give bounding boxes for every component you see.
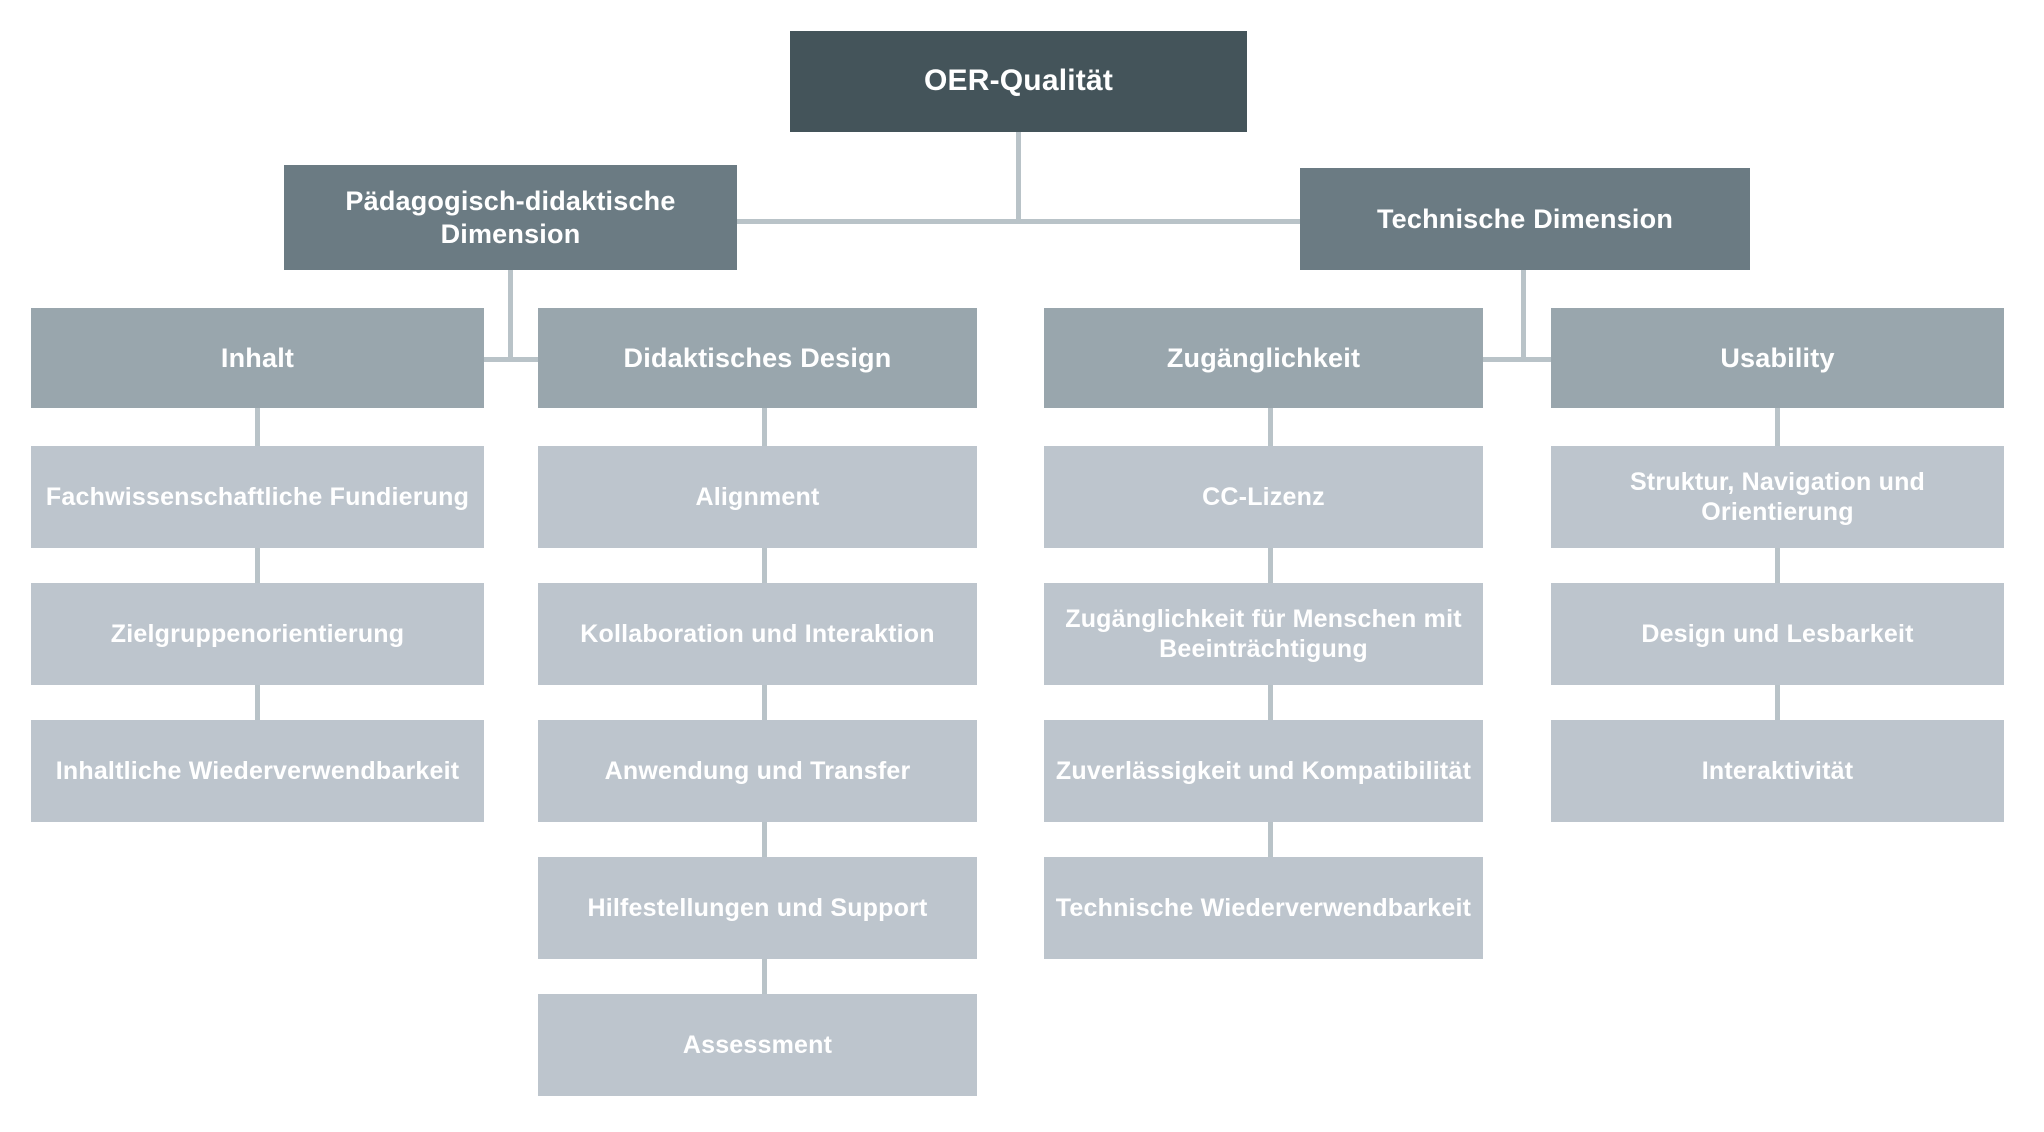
node-assessment[interactable]: Assessment: [538, 994, 977, 1096]
node-didaktisches-design[interactable]: Didaktisches Design: [538, 308, 977, 408]
node-technische-wiederverwendbarkeit[interactable]: Technische Wiederverwendbarkeit: [1044, 857, 1483, 959]
connector-inhalt-1: [255, 408, 260, 448]
node-alignment[interactable]: Alignment: [538, 446, 977, 548]
node-struktur-navigation-und-orientierung[interactable]: Struktur, Navigation und Orientierung: [1551, 446, 2004, 548]
connector-inhalt-2: [255, 548, 260, 586]
node-usability[interactable]: Usability: [1551, 308, 2004, 408]
node-oer-qualitaet[interactable]: OER-Qualität: [790, 31, 1247, 132]
connector-zugang-1: [1268, 408, 1273, 448]
node-inhalt[interactable]: Inhalt: [31, 308, 484, 408]
connector-usability-2: [1775, 548, 1780, 586]
connector-category-bus-right: [1483, 357, 1554, 362]
node-interaktivitaet[interactable]: Interaktivität: [1551, 720, 2004, 822]
node-kollaboration-und-interaktion[interactable]: Kollaboration und Interaktion: [538, 583, 977, 685]
node-zuverlaessigkeit-und-kompatibilitaet[interactable]: Zuverlässigkeit und Kompatibilität: [1044, 720, 1483, 822]
connector-dimension-bus: [737, 219, 1300, 224]
connector-zugang-3: [1268, 685, 1273, 723]
node-hilfestellungen-und-support[interactable]: Hilfestellungen und Support: [538, 857, 977, 959]
node-zugaenglichkeit-fuer-menschen-mit-beeintraechtigung[interactable]: Zugänglichkeit für Menschen mit Beeinträ…: [1044, 583, 1483, 685]
node-fachwissenschaftliche-fundierung[interactable]: Fachwissenschaftliche Fundierung: [31, 446, 484, 548]
connector-dimension-right-vertical: [1521, 270, 1526, 361]
connector-category-bus-left: [484, 357, 541, 362]
connector-usability-1: [1775, 408, 1780, 448]
node-zugaenglichkeit[interactable]: Zugänglichkeit: [1044, 308, 1483, 408]
connector-dimension-left-vertical: [508, 270, 513, 361]
connector-zugang-2: [1268, 548, 1273, 586]
node-anwendung-und-transfer[interactable]: Anwendung und Transfer: [538, 720, 977, 822]
connector-inhalt-3: [255, 685, 260, 723]
connector-didaktik-5: [762, 959, 767, 997]
node-zielgruppenorientierung[interactable]: Zielgruppenorientierung: [31, 583, 484, 685]
connector-usability-3: [1775, 685, 1780, 723]
connector-didaktik-3: [762, 685, 767, 723]
node-paedagogisch-didaktische-dimension[interactable]: Pädagogisch-didaktische Dimension: [284, 165, 737, 270]
node-cc-lizenz[interactable]: CC-Lizenz: [1044, 446, 1483, 548]
node-technische-dimension[interactable]: Technische Dimension: [1300, 168, 1750, 270]
connector-didaktik-4: [762, 822, 767, 860]
connector-didaktik-2: [762, 548, 767, 586]
node-design-und-lesbarkeit[interactable]: Design und Lesbarkeit: [1551, 583, 2004, 685]
connector-didaktik-1: [762, 408, 767, 448]
connector-zugang-4: [1268, 822, 1273, 860]
connector-root-vertical: [1016, 132, 1021, 222]
node-inhaltliche-wiederverwendbarkeit[interactable]: Inhaltliche Wiederverwendbarkeit: [31, 720, 484, 822]
